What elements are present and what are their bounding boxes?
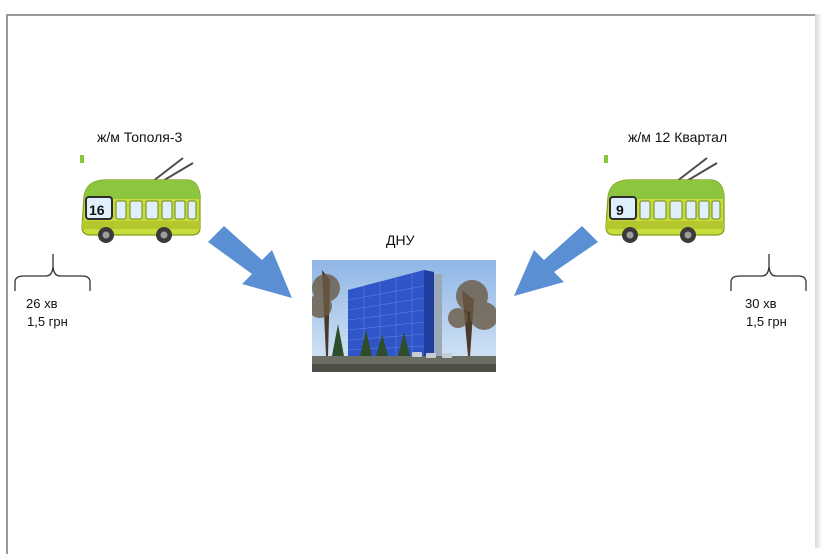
right-brace xyxy=(730,254,807,291)
arrow-icon xyxy=(514,226,598,296)
route-number: 9 xyxy=(616,202,624,218)
left-fare-label: 1,5 грн xyxy=(27,314,68,329)
slide-frame xyxy=(6,14,818,554)
trolleybus-icon: 16 xyxy=(80,155,201,243)
route-number: 16 xyxy=(89,202,105,218)
right-time-label: 30 хв xyxy=(745,296,777,311)
left-destination-label: ж/м Тополя-3 xyxy=(97,129,183,145)
right-fare-label: 1,5 грн xyxy=(746,314,787,329)
university-building-photo xyxy=(312,260,496,372)
trolleybus-icon: 9 xyxy=(604,155,725,243)
right-destination-label: ж/м 12 Квартал xyxy=(628,129,728,145)
center-label: ДНУ xyxy=(386,232,415,248)
slide-frame-edge xyxy=(815,14,822,548)
left-brace xyxy=(14,254,91,291)
arrow-icon xyxy=(208,226,292,298)
left-time-label: 26 хв xyxy=(26,296,58,311)
